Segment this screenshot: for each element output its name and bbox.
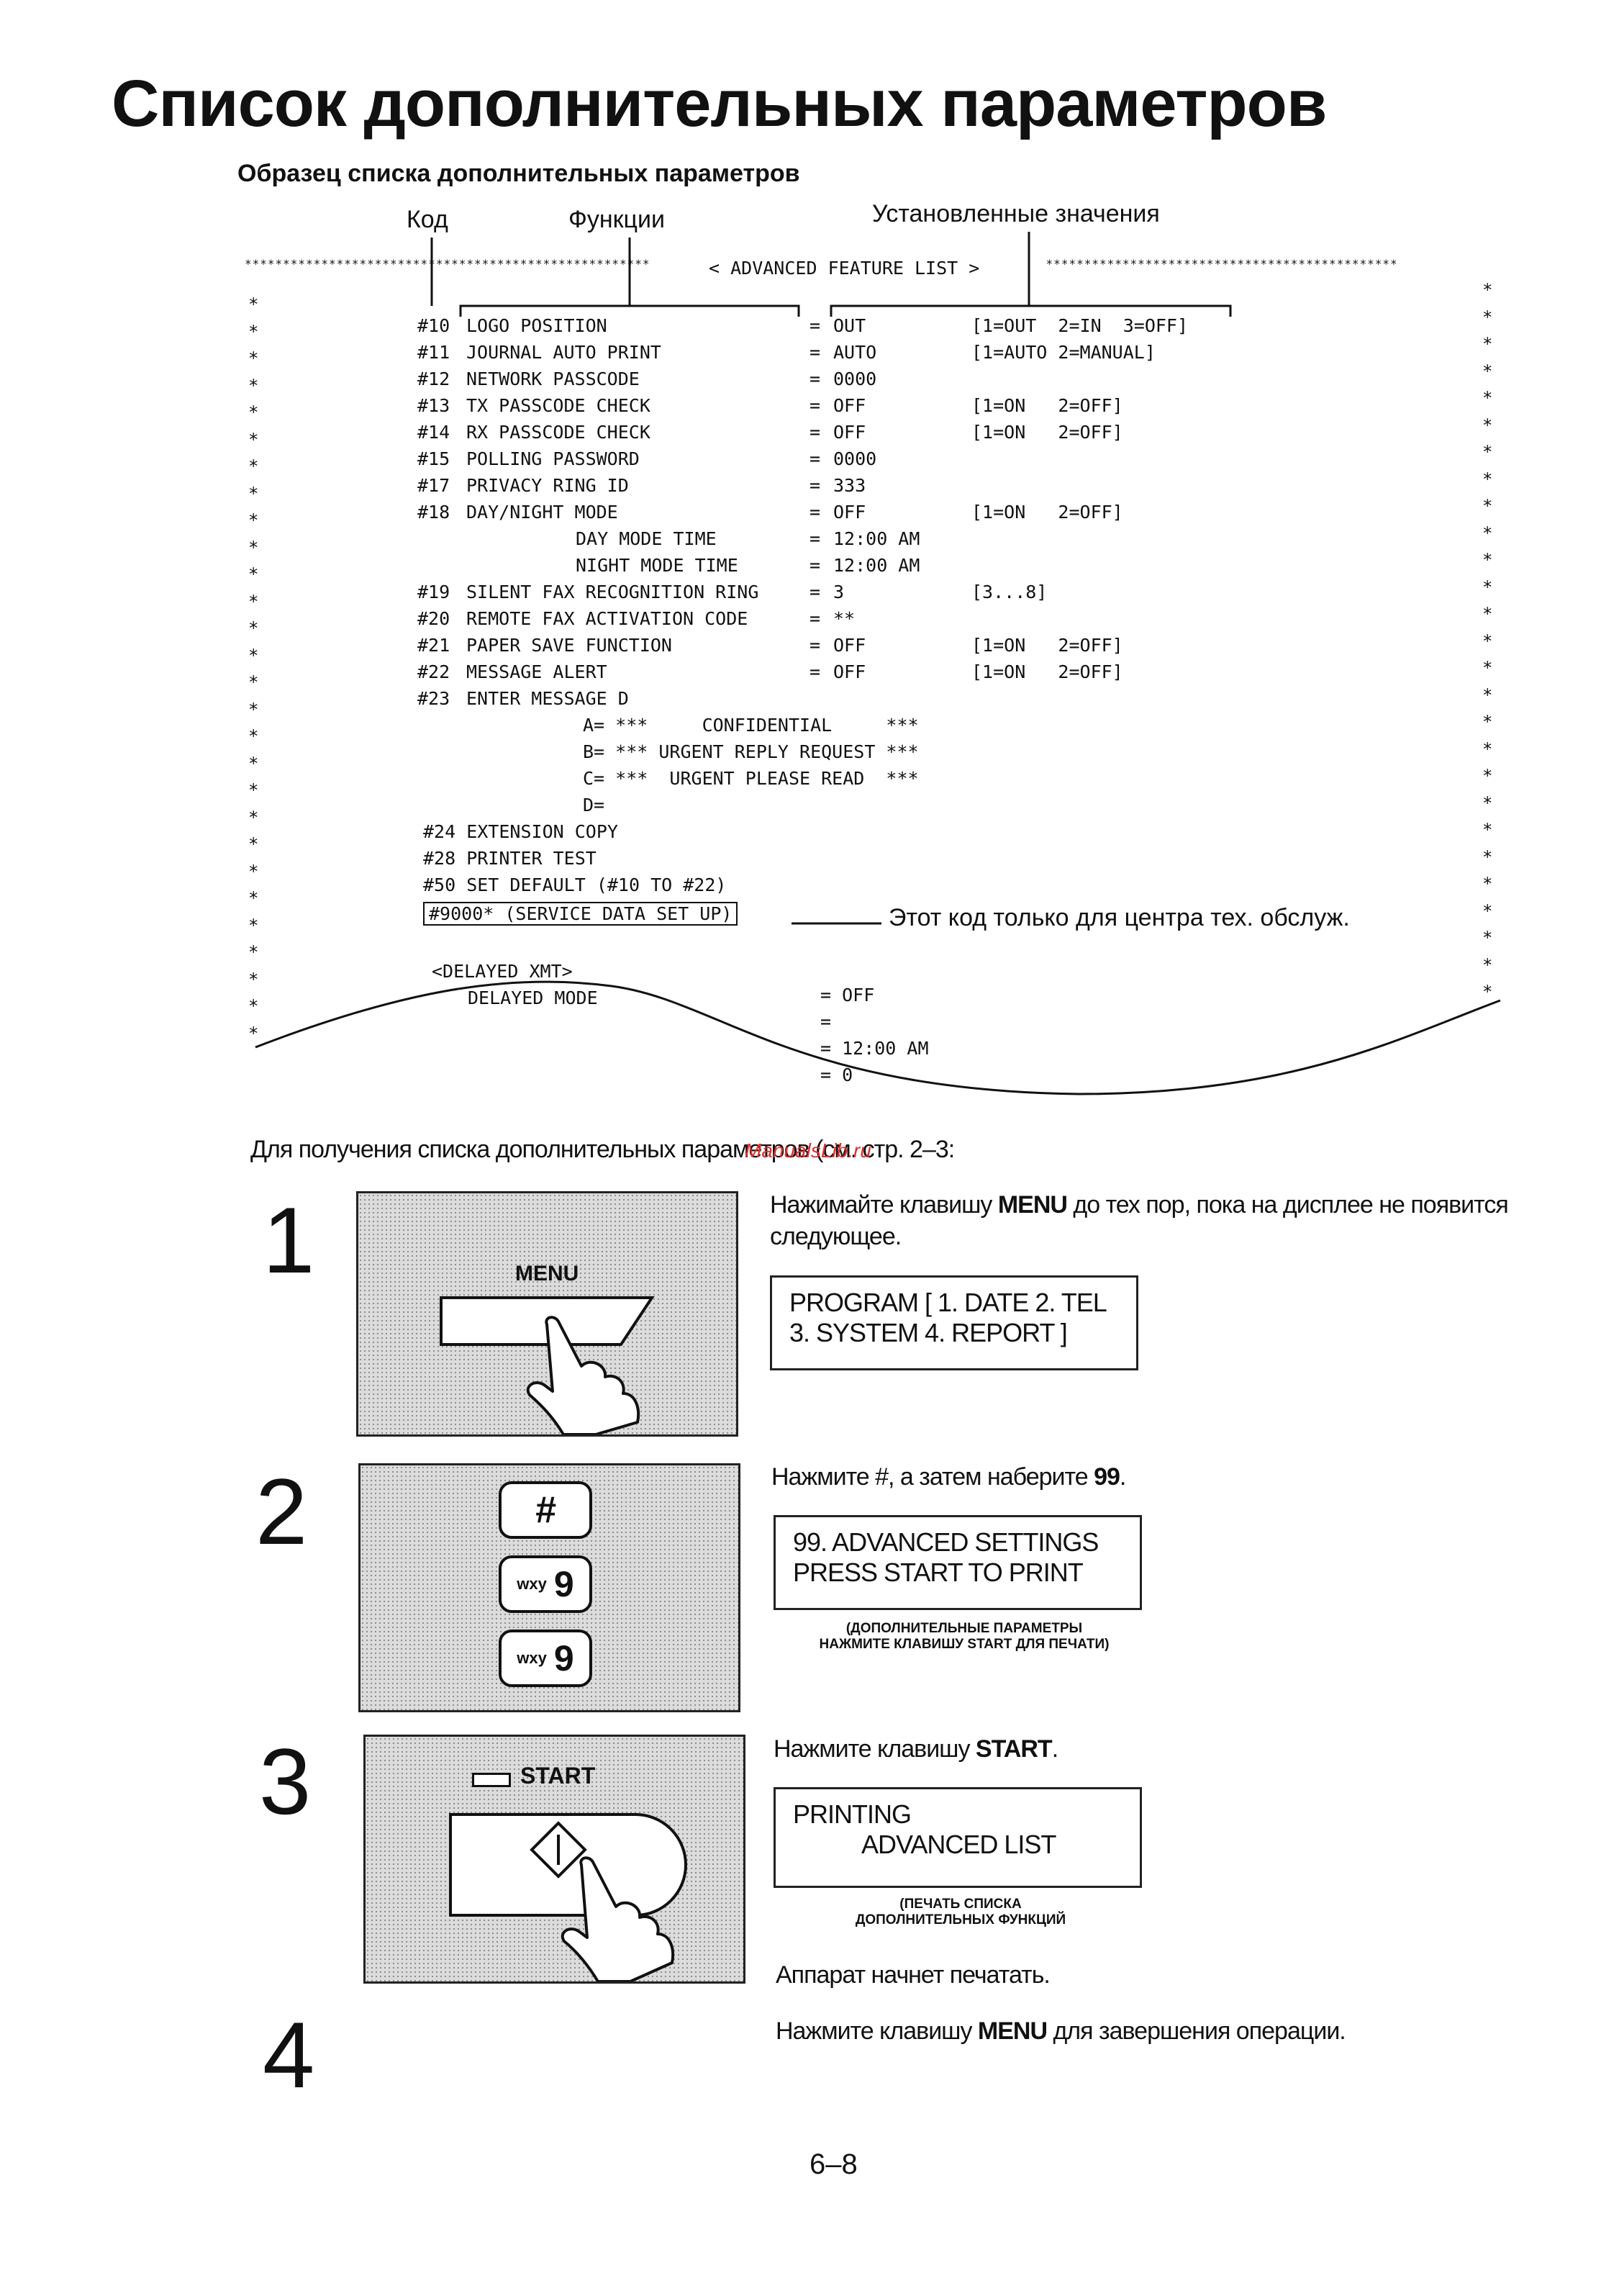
lcd-display: 99. ADVANCED SETTINGS PRESS START TO PRI…: [774, 1515, 1142, 1610]
finger-press-menu-icon: [440, 1296, 655, 1434]
menu-key-panel: MENU: [356, 1191, 738, 1437]
step-note: Аппарат начнет печатать.: [776, 1961, 1051, 1989]
lcd-display: PRINTING ADVANCED LIST: [774, 1787, 1142, 1888]
delayed-row-value: = 0: [820, 1065, 853, 1085]
lcd-line: 3. SYSTEM 4. REPORT ]: [789, 1318, 1068, 1347]
step-number: 3: [259, 1729, 312, 1834]
page-title: Список дополнительных параметров: [112, 67, 1327, 140]
delayed-header: <DELAYED XMT>: [432, 961, 573, 982]
feature-row: #24 EXTENSION COPY: [423, 821, 618, 842]
feature-row: #50 SET DEFAULT (#10 TO #22): [423, 874, 727, 895]
lcd-line: 99. ADVANCED SETTINGS: [793, 1527, 1099, 1557]
lcd-caption: (ДОПОЛНИТЕЛЬНЫЕ ПАРАМЕТРЫ НАЖМИТЕ КЛАВИШ…: [819, 1621, 1110, 1652]
lcd-line: ADVANCED LIST: [861, 1830, 1056, 1859]
message-line: B= *** URGENT REPLY REQUEST ***: [583, 741, 919, 762]
sample-subtitle: Образец списка дополнительных параметров: [237, 160, 800, 187]
lcd-display: PROGRAM [ 1. DATE 2. TEL 3. SYSTEM 4. RE…: [770, 1275, 1138, 1370]
step-number: 4: [263, 2002, 315, 2107]
delayed-row-name: DELAYED MODE: [468, 987, 598, 1008]
step-instruction: Нажмите #, а затем наберите 99.: [771, 1463, 1126, 1491]
lcd-line: PRESS START TO PRINT: [793, 1558, 1084, 1587]
feature-row: #28 PRINTER TEST: [423, 848, 597, 869]
column-header-values: Установленные значения: [872, 200, 1160, 227]
watermark: ManualsLib.ru: [745, 1139, 871, 1162]
message-line: C= *** URGENT PLEASE READ ***: [583, 768, 919, 789]
step-number: 2: [255, 1459, 308, 1564]
printout-left-border: ****************************: [248, 294, 259, 1044]
service-note: Этот код только для центра тех. обслуж.: [889, 904, 1350, 931]
delayed-row-value: = 12:00 AM: [820, 1038, 929, 1059]
message-line: D=: [583, 795, 605, 815]
start-key-panel: START: [363, 1735, 745, 1984]
service-code-box: #9000* (SERVICE DATA SET UP): [423, 902, 738, 926]
step-instruction: Нажимайте клавишу MENU до тех пор, пока …: [770, 1191, 1509, 1250]
start-indicator-icon: [472, 1773, 511, 1787]
lcd-line: PROGRAM [ 1. DATE 2. TEL: [789, 1288, 1107, 1317]
step-number: 1: [263, 1188, 315, 1293]
step-instruction: Нажмите клавишу MENU для завершения опер…: [776, 2017, 1346, 2045]
printout-top-border: ****************************************…: [245, 257, 1398, 271]
printout-annotations: [255, 232, 1501, 1095]
printout-header: < ADVANCED FEATURE LIST >: [709, 258, 980, 279]
hash-key: #: [499, 1481, 592, 1539]
column-header-code: Код: [407, 206, 448, 233]
finger-press-start-icon: [449, 1813, 687, 1981]
message-line: A= *** CONFIDENTIAL ***: [583, 715, 919, 736]
delayed-row-value: =: [820, 1011, 832, 1032]
lcd-line: PRINTING: [793, 1799, 912, 1829]
column-header-functions: Функции: [568, 206, 665, 233]
printout-right-border: ***************************: [1482, 280, 1493, 1002]
menu-key-label: MENU: [515, 1262, 579, 1285]
lcd-caption: (ПЕЧАТЬ СПИСКА ДОПОЛНИТЕЛЬНЫХ ФУНКЦИЙ: [855, 1897, 1066, 1927]
delayed-row-value: = OFF: [820, 985, 875, 1005]
page-number: 6–8: [809, 2148, 858, 2180]
step-instruction: Нажмите клавишу START.: [774, 1735, 1058, 1763]
start-key-label: START: [520, 1763, 596, 1789]
intro-text: Для получения списка дополнительных пара…: [250, 1136, 955, 1163]
